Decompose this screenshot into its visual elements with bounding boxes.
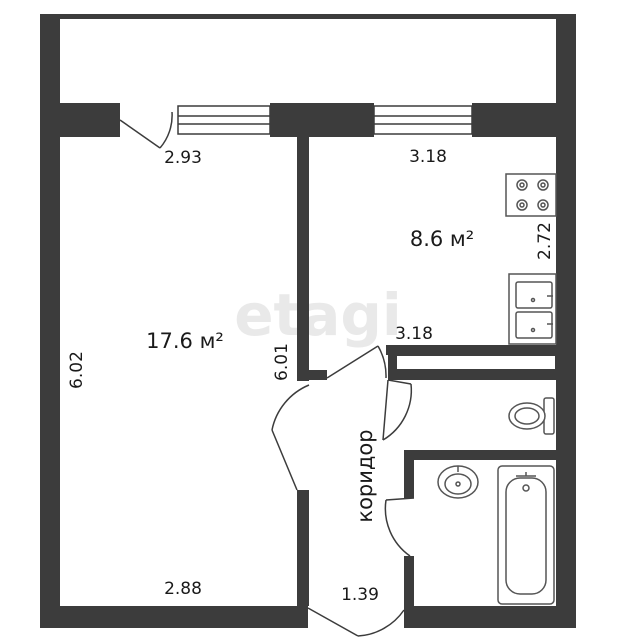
window-main-room <box>177 105 271 135</box>
room-kitchen-partition <box>297 137 309 381</box>
kitchen-top-width: 3.18 <box>409 147 447 167</box>
outer-left-wall <box>40 14 60 628</box>
bathroom-sink-icon <box>437 465 479 499</box>
toilet-icon <box>508 397 555 435</box>
kitchen-door <box>326 345 379 379</box>
doors <box>271 345 415 637</box>
corridor-label: коридор <box>353 429 377 522</box>
kitchen-bottom-width: 3.18 <box>395 324 433 344</box>
main-room-top-width: 2.93 <box>164 148 202 168</box>
stove-icon <box>505 173 557 217</box>
duct-wall <box>388 355 396 380</box>
bottom-wall-left <box>40 606 308 628</box>
kitchen-right-length: 2.72 <box>535 222 555 260</box>
walls <box>40 14 576 628</box>
bathroom-door <box>385 497 415 501</box>
toilet-top-wall <box>388 370 556 380</box>
toilet-bath-partition <box>404 450 556 460</box>
balcony-door <box>119 111 173 149</box>
corridor-bottom-width: 1.39 <box>341 585 379 605</box>
watermark: etagi <box>234 281 402 349</box>
bottom-wall-right <box>404 606 576 628</box>
room-door <box>271 429 298 491</box>
bath-left-wall <box>404 450 414 498</box>
kitchen-area: 8.6 м² <box>410 227 474 251</box>
bath-left-wall <box>404 556 414 606</box>
balcony-top-wall <box>60 14 556 19</box>
bathtub-icon <box>497 465 555 605</box>
windows <box>177 105 473 135</box>
main-room-left-length: 6.02 <box>67 351 87 389</box>
toilet-door <box>387 379 412 385</box>
entrance-door <box>307 607 359 637</box>
ventilation-duct <box>395 354 557 371</box>
window-kitchen <box>373 105 473 135</box>
kitchen-bottom-wall <box>386 345 556 355</box>
outer-right-wall <box>556 14 576 628</box>
main-room-area: 17.6 м² <box>146 329 224 353</box>
dimension-labels: 2.93 2.88 6.02 6.01 3.18 3.18 2.72 1.39 <box>67 147 555 605</box>
room-corridor-partition <box>297 490 309 606</box>
room-labels: 17.6 м² 8.6 м² коридор <box>146 227 474 523</box>
balcony-wall-segment <box>60 103 120 137</box>
kitchen-bottom-wall <box>309 370 327 380</box>
balcony-wall-segment <box>270 103 374 137</box>
main-room-bottom-width: 2.88 <box>164 579 202 599</box>
kitchen-sink-icon <box>508 273 557 345</box>
main-room-right-length: 6.01 <box>272 343 292 381</box>
balcony-wall-segment <box>472 103 556 137</box>
